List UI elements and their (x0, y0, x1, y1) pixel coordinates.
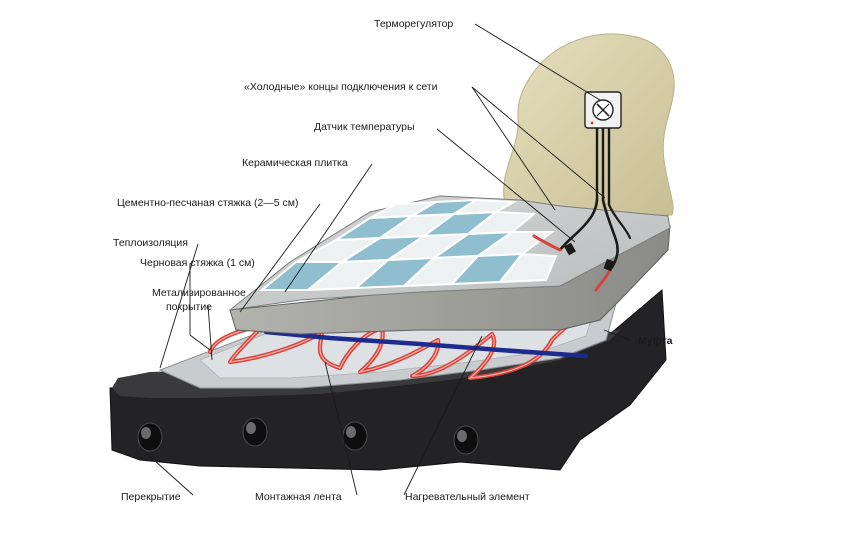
label-mounting-tape: Монтажная лента (255, 491, 342, 503)
label-ceramic-tile: Керамическая плитка (242, 157, 348, 169)
label-metallized-line2: покрытие (166, 301, 212, 313)
heating-cable-highlight (209, 317, 583, 379)
label-rough-screed: Черновая стяжка (1 см) (140, 257, 255, 269)
ceramic-tiles (259, 198, 558, 292)
mounting-tape (263, 329, 589, 359)
label-coupling: Муфта (638, 335, 673, 347)
thermostat-device (584, 91, 622, 129)
leader-lines (144, 23, 631, 496)
label-cold-ends: «Холодные» концы подключения к сети (244, 81, 438, 93)
label-cement-sand-screed: Цементно-песчаная стяжка (2—5 см) (117, 197, 299, 209)
label-insulation: Теплоизоляция (113, 237, 188, 249)
wall-cables (595, 128, 611, 205)
label-metallized-line1: Метализированное (152, 287, 246, 299)
label-heating-element: Нагревательный элемент (405, 491, 530, 503)
cold-end-cables (532, 198, 632, 292)
label-floor-slab: Перекрытие (121, 491, 181, 503)
label-thermostat: Терморегулятор (374, 18, 453, 30)
label-temperature-sensor: Датчик температуры (314, 121, 415, 133)
